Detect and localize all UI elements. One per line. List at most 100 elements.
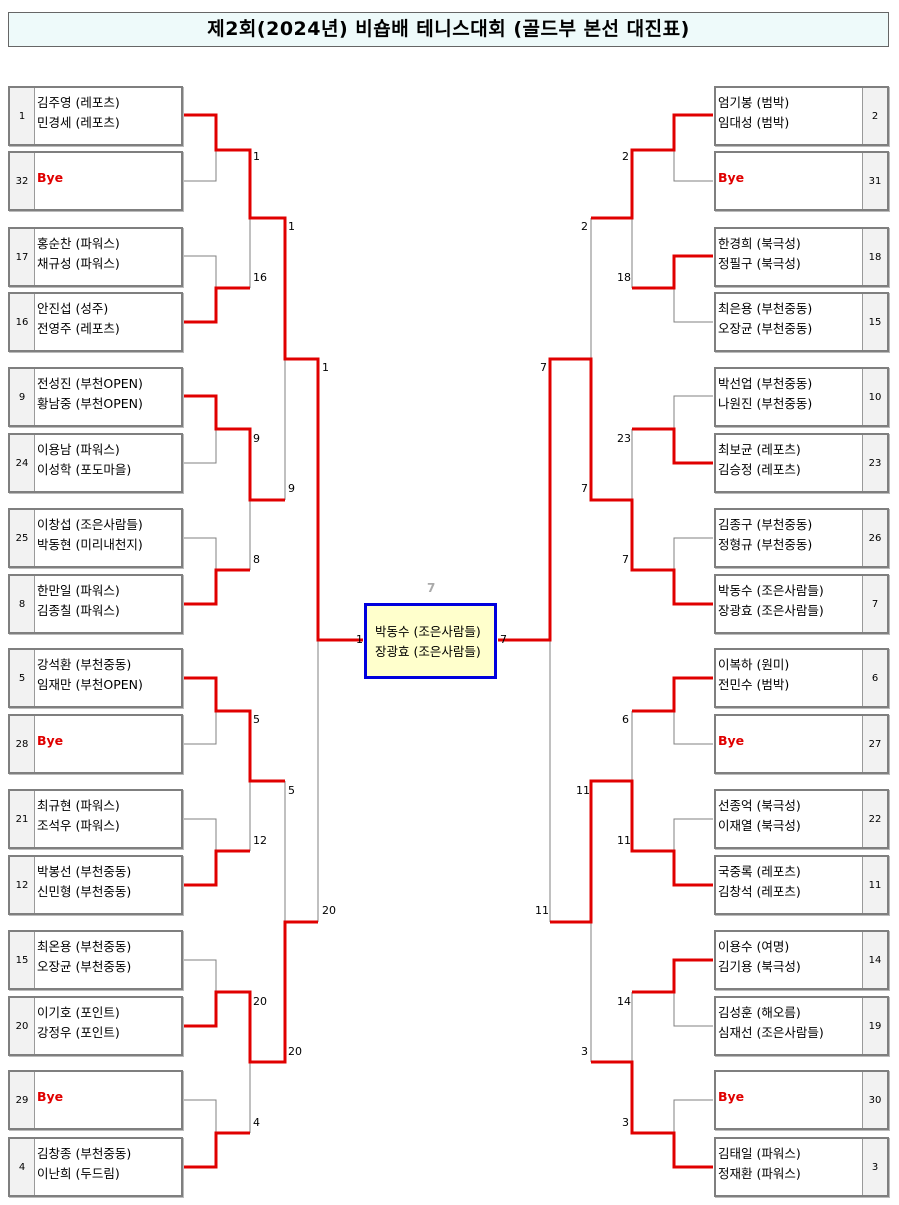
player-name: 나원진 (부천중동) <box>718 396 813 411</box>
round-label: 1 <box>288 220 295 233</box>
left-entry-4: 4 김창종 (부천중동)이난희 (두드림) <box>8 1137 183 1197</box>
player-name: 안진섭 (성주) <box>37 301 109 316</box>
player-name: 이재열 (북극성) <box>718 818 801 833</box>
round-label: 7 <box>540 361 547 374</box>
left-entry-5: 5 강석환 (부천중동) 임재만 (부천OPEN) <box>8 648 183 708</box>
round-label: 16 <box>253 271 267 284</box>
player-name: 임대성 (범박) <box>718 115 790 130</box>
right-entry-2: 2 엄기봉 (범박) 임대성 (범박) <box>714 86 889 146</box>
right-red-lines <box>498 113 713 1169</box>
right-entry-31: 31 Bye <box>714 151 889 211</box>
seed-number: 21 <box>10 791 35 847</box>
seed-number: 5 <box>10 650 35 706</box>
right-gray-lines <box>549 150 713 1133</box>
left-entry-29: 29 Bye <box>8 1070 183 1130</box>
player-name: 오장균 (부천중동) <box>37 959 132 974</box>
right-entry-19: 19 김성훈 (해오름)심재선 (조은사람들) <box>714 996 889 1056</box>
seed-number: 15 <box>862 294 887 350</box>
left-entry-15: 15 최온용 (부천중동) 오장균 (부천중동) <box>8 930 183 990</box>
champion-box: 박동수 (조은사람들) 장광효 (조은사람들) <box>364 603 497 679</box>
player-name: 강석환 (부천중동) <box>37 657 132 672</box>
round-label: 3 <box>581 1045 588 1058</box>
seed-number: 7 <box>862 576 887 632</box>
seed-number: 17 <box>10 229 35 285</box>
seed-number: 14 <box>862 932 887 988</box>
player-name: 임재만 (부천OPEN) <box>37 677 143 692</box>
right-entry-7: 7 박동수 (조은사람들)장광효 (조은사람들) <box>714 574 889 634</box>
seed-number: 12 <box>10 857 35 913</box>
round-label: 20 <box>322 904 336 917</box>
player-name: 한만일 (파워스) <box>37 583 120 598</box>
round-label: 18 <box>617 271 631 284</box>
player-name: 최은용 (부천중동) <box>718 301 813 316</box>
round-label: 7 <box>500 633 507 646</box>
seed-number: 15 <box>10 932 35 988</box>
player-name: 전민수 (범박) <box>718 677 790 692</box>
left-red-lines <box>183 113 363 1169</box>
seed-number: 8 <box>10 576 35 632</box>
bye-label: Bye <box>718 170 745 185</box>
player-name: 국중록 (레포츠) <box>718 864 801 879</box>
player-name: 이성학 (포도마을) <box>37 462 132 477</box>
player-name: 엄기봉 (범박) <box>718 95 790 110</box>
player-name: 박봉선 (부천중동) <box>37 864 132 879</box>
seed-number: 28 <box>10 716 35 772</box>
player-name: 강정우 (포인트) <box>37 1025 120 1040</box>
player-name: 선종억 (북극성) <box>718 798 801 813</box>
player-name: 신민형 (부천중동) <box>37 884 132 899</box>
seed-number: 6 <box>862 650 887 706</box>
seed-number: 25 <box>10 510 35 566</box>
seed-number: 23 <box>862 435 887 491</box>
left-entry-1: 1 김주영 (레포츠)민경세 (레포츠) <box>8 86 183 146</box>
bye-label: Bye <box>37 1089 64 1104</box>
round-label: 1 <box>322 361 329 374</box>
round-label: 7 <box>581 482 588 495</box>
right-entry-18: 18 한경희 (북극성)정필구 (북극성) <box>714 227 889 287</box>
round-label: 20 <box>253 995 267 1008</box>
player-name: 최보균 (레포츠) <box>718 442 801 457</box>
player-name: 정필구 (북극성) <box>718 256 801 271</box>
player-name: 김승정 (레포츠) <box>718 462 801 477</box>
player-name: 전성진 (부천OPEN) <box>37 376 143 391</box>
left-entry-25: 25 이창섭 (조은사람들) 박동현 (미리내천지) <box>8 508 183 568</box>
round-label: 4 <box>253 1116 260 1129</box>
player-name: 김기용 (북극성) <box>718 959 801 974</box>
player-name: 김태일 (파워스) <box>718 1146 801 1161</box>
seed-number: 16 <box>10 294 35 350</box>
left-entry-24: 24 이용남 (파워스)이성학 (포도마을) <box>8 433 183 493</box>
seed-number: 10 <box>862 369 887 425</box>
round-label: 11 <box>576 784 590 797</box>
player-name: 채규성 (파워스) <box>37 256 120 271</box>
seed-number: 1 <box>10 88 35 144</box>
player-name: 심재선 (조은사람들) <box>718 1025 824 1040</box>
player-name: 박동수 (조은사람들) <box>718 583 824 598</box>
champion-seed-label: 7 <box>427 581 436 595</box>
player-name: 이기호 (포인트) <box>37 1005 120 1020</box>
round-label: 9 <box>288 482 295 495</box>
player-name: 박동현 (미리내천지) <box>37 537 143 552</box>
player-name: 정재환 (파워스) <box>718 1166 801 1181</box>
champion-player-2: 장광효 (조은사람들) <box>375 644 481 659</box>
player-name: 이복하 (원미) <box>718 657 790 672</box>
bye-label: Bye <box>37 170 64 185</box>
round-label: 11 <box>617 834 631 847</box>
right-entry-30: 30 Bye <box>714 1070 889 1130</box>
player-name: 이창섭 (조은사람들) <box>37 517 143 532</box>
player-name: 최온용 (부천중동) <box>37 939 132 954</box>
seed-number: 27 <box>862 716 887 772</box>
left-entry-16: 16 안진섭 (성주)전영주 (레포츠) <box>8 292 183 352</box>
right-entry-14: 14 이용수 (여명)김기용 (북극성) <box>714 930 889 990</box>
right-entry-26: 26 김종구 (부천중동)정형규 (부천중동) <box>714 508 889 568</box>
round-label: 23 <box>617 432 631 445</box>
player-name: 김성훈 (해오름) <box>718 1005 801 1020</box>
round-label: 2 <box>622 150 629 163</box>
seed-number: 24 <box>10 435 35 491</box>
champion-player-1: 박동수 (조은사람들) <box>375 624 481 639</box>
player-name: 한경희 (북극성) <box>718 236 801 251</box>
seed-number: 2 <box>862 88 887 144</box>
bye-label: Bye <box>718 733 745 748</box>
bye-label: Bye <box>37 733 64 748</box>
player-name: 김종칠 (파워스) <box>37 603 120 618</box>
right-entry-6: 6 이복하 (원미) 전민수 (범박) <box>714 648 889 708</box>
player-name: 김창석 (레포츠) <box>718 884 801 899</box>
